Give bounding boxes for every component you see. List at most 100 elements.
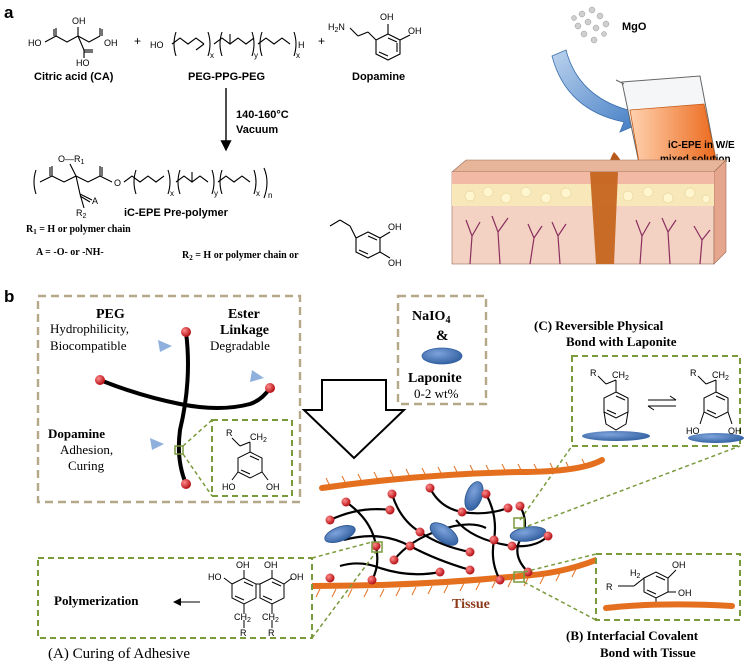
prepolymer-o-label: O: [114, 178, 121, 188]
panel-c-title-line1: (C) Reversible Physical: [534, 318, 664, 333]
catechol-inset-r: R: [226, 428, 233, 438]
definition-r2: R2 = H or polymer chain or: [182, 250, 299, 262]
citric-ho-bottom: HO: [76, 58, 90, 68]
laponite-anchor-square: [513, 517, 525, 529]
definition-a: A = -O- or -NH-: [36, 247, 104, 258]
panel-b-label: b: [4, 287, 14, 306]
covalent-catechol-structure: [618, 569, 677, 606]
ester-title-line2: Linkage: [220, 323, 269, 338]
dicatechol-oh-1: OH: [236, 560, 250, 570]
blue-pour-arrow: [551, 49, 649, 133]
r2-oh-bottom: OH: [388, 258, 402, 268]
dicatechol-r-right: R: [268, 628, 275, 638]
reversible-r-left: R: [590, 368, 597, 378]
covalent-h2: H2: [630, 568, 641, 580]
ampersand: &: [436, 328, 449, 344]
catechol-inset-oh: OH: [266, 482, 280, 492]
prepolymer-r1-sym: O—R1: [58, 154, 85, 166]
reversible-ch2-left: CH2: [612, 370, 629, 382]
definition-r1: R1 = H or polymer chain: [26, 224, 131, 236]
equilibrium-arrows: [647, 395, 677, 411]
naio4-label: NaIO4: [412, 309, 450, 326]
dopamine-oh-top: OH: [380, 12, 394, 22]
dicatechol-ch2-left: CH2: [234, 612, 251, 624]
prepolymer-r2-sym: R2: [76, 208, 87, 220]
laponite-surface-right: [688, 433, 744, 443]
r2-oh-top: OH: [388, 222, 402, 232]
citric-oh-label: OH: [72, 16, 86, 26]
mgo-particles: [571, 6, 610, 44]
curing-inset-connector-1: [311, 541, 373, 559]
prepolymer-sub-x2: x: [256, 189, 260, 198]
reversible-ho-right: HO: [686, 426, 700, 436]
peg-sub-x1: x: [210, 51, 214, 60]
dopamine-nh2: H2N: [328, 22, 345, 34]
laponite-range: 0-2 wt%: [414, 386, 459, 401]
citric-oh-right: OH: [104, 38, 118, 48]
reversible-bond-inset-box: [571, 355, 741, 447]
prepolymer-sub-y: y: [214, 189, 218, 198]
panel-b-covalent-title-line1: (B) Interfacial Covalent: [566, 628, 699, 643]
dicatechol-oh-2: OH: [264, 560, 278, 570]
catechol-inset-ho: HO: [222, 482, 236, 492]
panel-c-title-line2: Bond with Laponite: [566, 334, 677, 349]
citric-acid-structure: [44, 27, 103, 58]
reactant-dopamine: Dopamine: [352, 71, 405, 83]
curing-anchor-square: [371, 541, 383, 553]
dopamine-structure: [349, 24, 411, 61]
laponite-label: Laponite: [408, 371, 462, 386]
dicatechol-structure: [223, 570, 293, 628]
dicatechol-oh-right: OH: [290, 572, 304, 582]
interface-anchor-square: [513, 571, 525, 583]
skin-tissue-block: [451, 159, 727, 265]
network-nodes: [325, 483, 553, 585]
dicatechol-ho-left: HO: [208, 572, 222, 582]
dopamine-oh-side: OH: [408, 26, 422, 36]
ester-desc: Degradable: [210, 338, 270, 353]
polymer-cross-diagram: [98, 330, 272, 486]
b-inset-connector-1: [523, 553, 597, 573]
covalent-tissue-surface: [603, 601, 735, 611]
r2-catechol-structure: [329, 219, 391, 259]
peg-title: PEG: [96, 307, 125, 322]
reversible-ch2-right: CH2: [712, 370, 729, 382]
peg-desc-line2: Biocompatible: [50, 338, 127, 353]
prepolymer-sub-n: n: [268, 191, 272, 200]
panel-b-covalent-title-line2: Bond with Tissue: [600, 645, 696, 660]
laponite-discs: [324, 481, 547, 546]
laponite-surface-left: [582, 431, 650, 441]
catechol-inset-connector-2: [182, 453, 213, 497]
reversible-bond-structures: [597, 375, 733, 431]
beaker-label-line2: mixed solution: [660, 154, 731, 165]
dicatechol-r-left: R: [240, 628, 247, 638]
prepolymer-a-sym: A: [92, 196, 98, 206]
c-inset-connector-2: [527, 445, 741, 527]
covalent-oh-side: OH: [678, 588, 692, 598]
dopamine-title: Dopamine: [48, 426, 105, 441]
panel-a-label: a: [4, 3, 14, 22]
dopamine-desc-line1: Adhesion,: [60, 442, 113, 457]
naio4-laponite-box: [396, 294, 488, 406]
legend-pointer-arrows: [150, 340, 264, 450]
reactant-citric-acid: Citric acid (CA): [34, 71, 114, 83]
b-inset-connector-2: [523, 581, 597, 621]
condition-temperature: 140-160°C: [236, 109, 289, 121]
peg-h-label: H: [298, 40, 305, 50]
peg-ho-label: HO: [150, 40, 164, 50]
mgo-label: MgO: [622, 21, 647, 33]
curing-inset-connector-2: [311, 551, 377, 639]
product-prepolymer-label: iC-EPE Pre-polymer: [124, 207, 229, 219]
reversible-oh-right: OH: [728, 426, 742, 436]
peg-ppg-peg-structure: [171, 31, 297, 57]
laponite-legend-disc: [421, 347, 463, 365]
dopamine-anchor-square: [174, 445, 184, 455]
catechol-inset-structure: [231, 437, 269, 481]
c-inset-connector-1: [519, 445, 573, 521]
polymerization-label: Polymerization: [54, 593, 139, 608]
tissue-label: Tissue: [452, 597, 490, 612]
catechol-inset-connector-1: [182, 419, 213, 447]
prepolymer-structure: [33, 163, 268, 209]
peg-desc-line1: Hydrophilicity,: [50, 321, 129, 336]
catechol-inset-ch2: CH2: [250, 432, 267, 444]
